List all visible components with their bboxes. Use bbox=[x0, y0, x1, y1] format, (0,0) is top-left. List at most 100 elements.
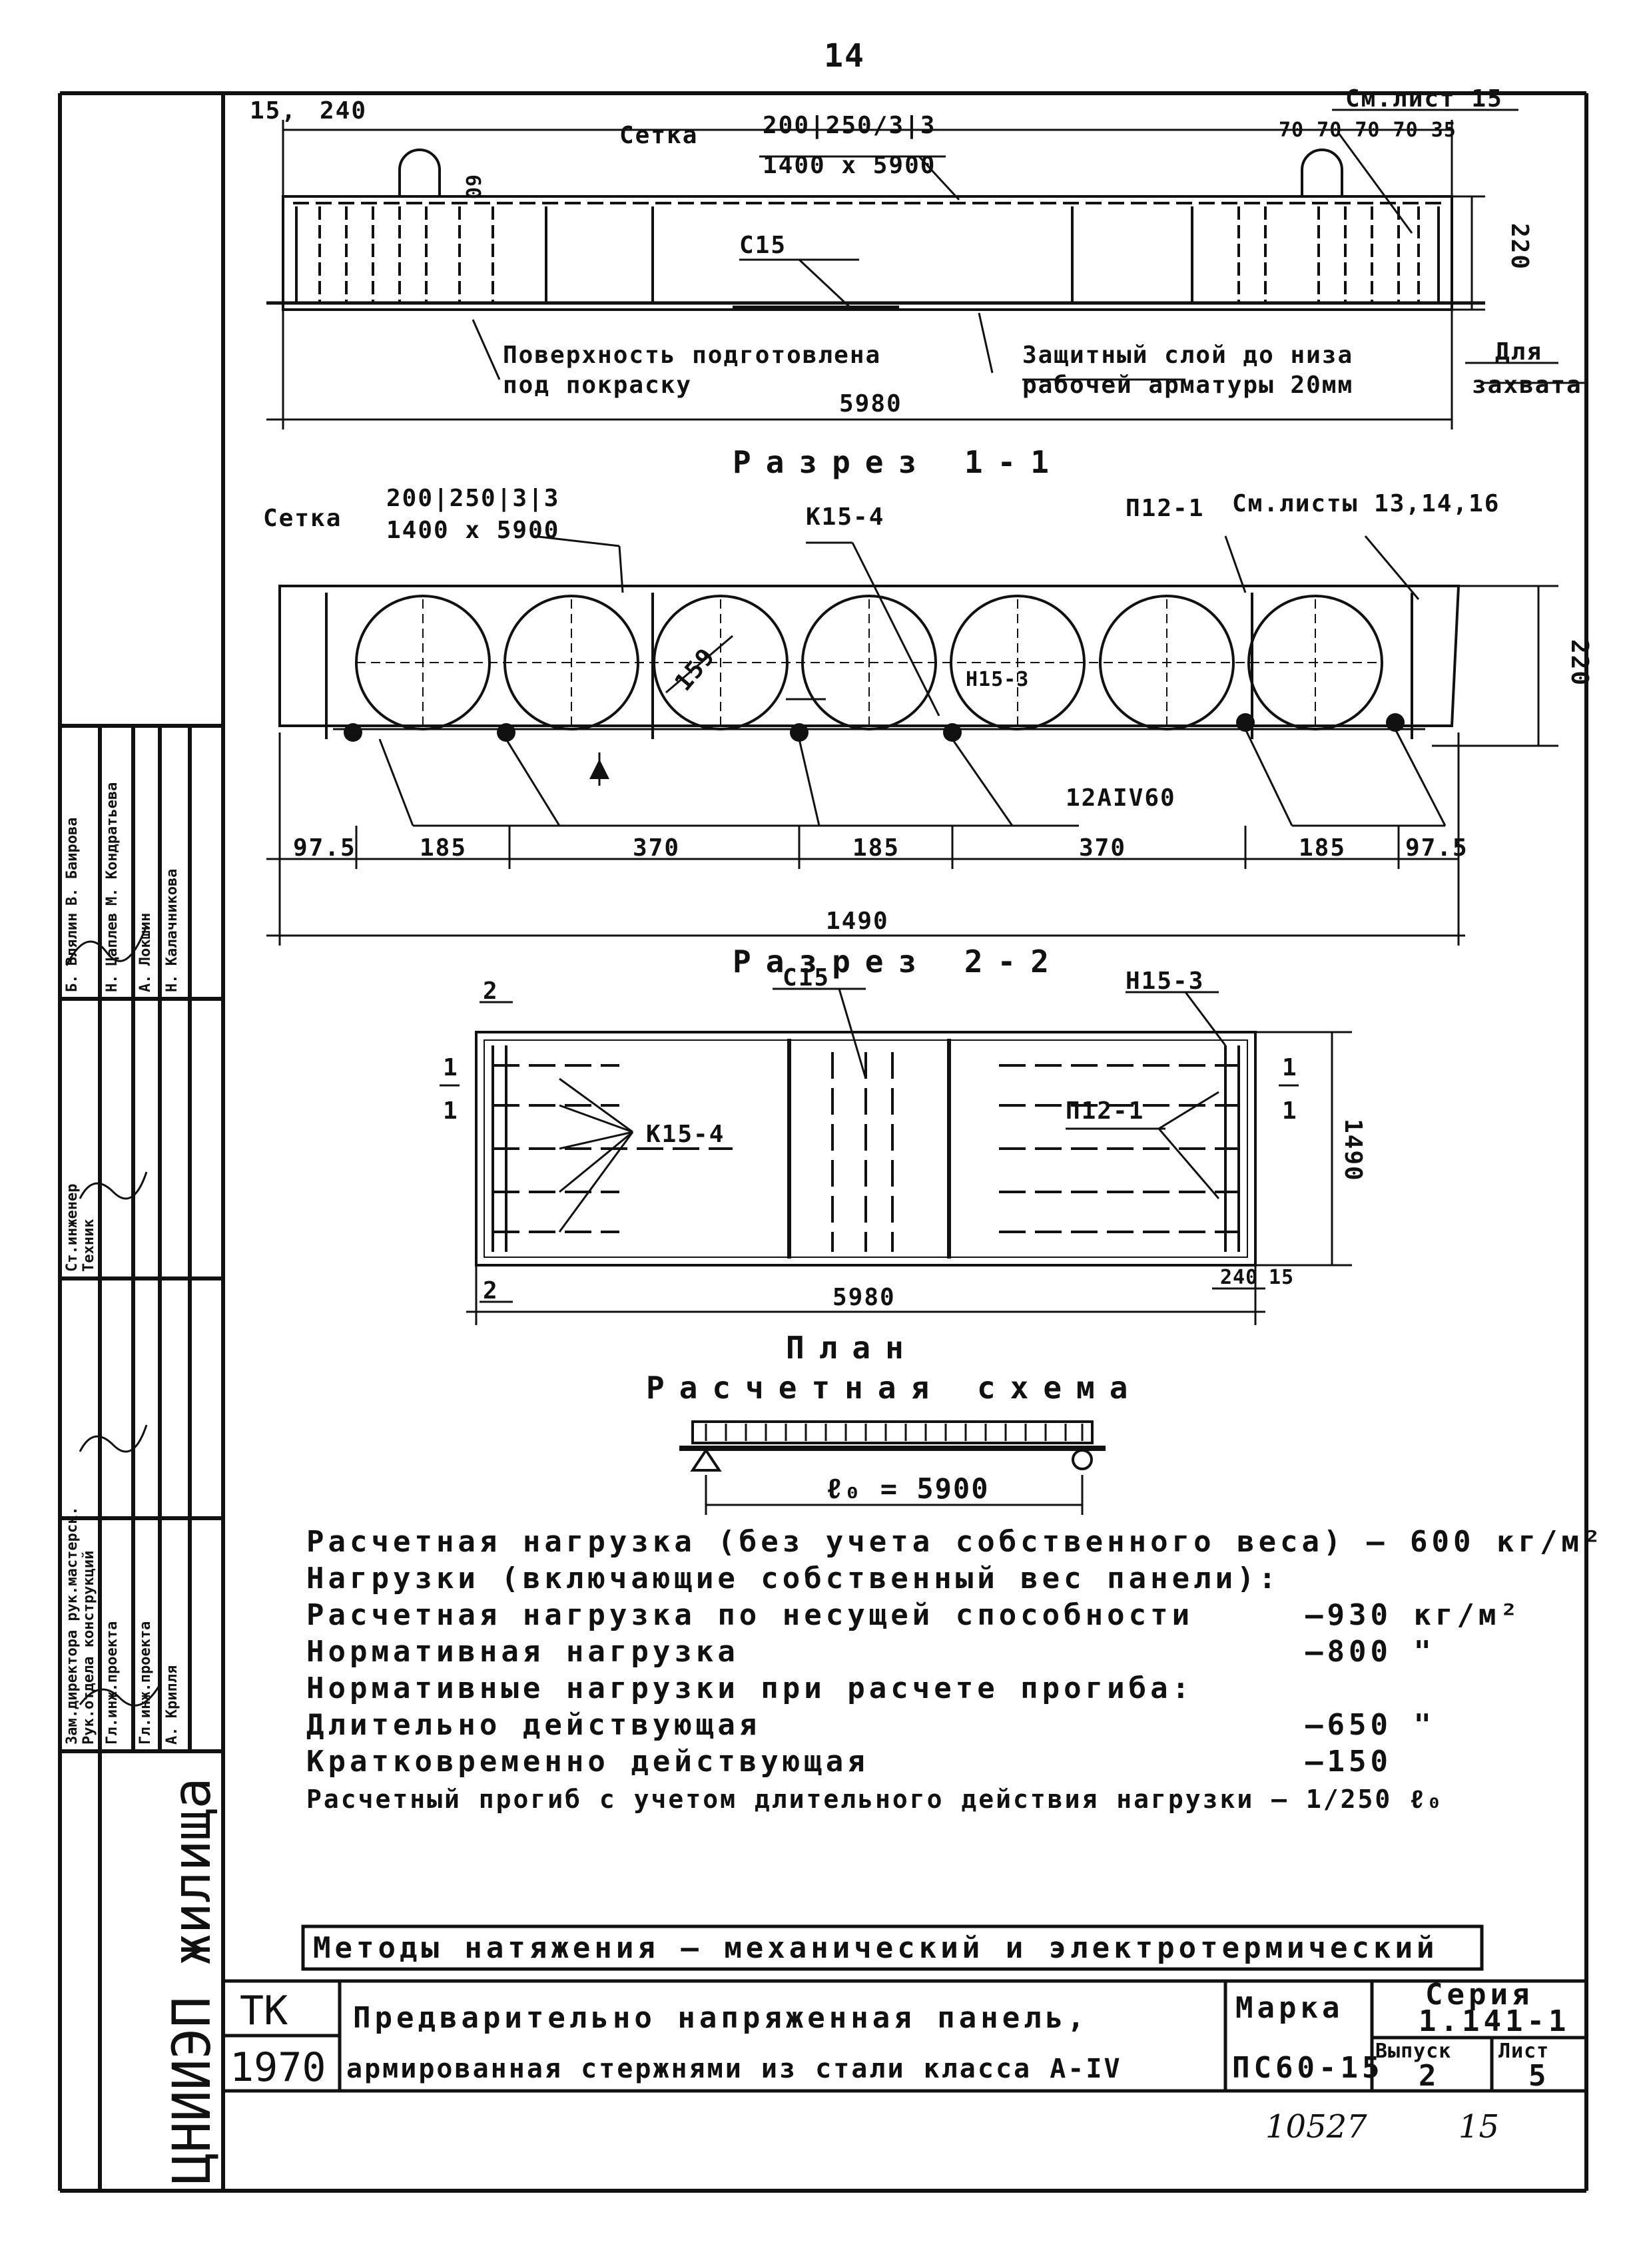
stamp-name-1: А. Крипля bbox=[164, 1665, 180, 1745]
sheet-label: Лист bbox=[1498, 2040, 1549, 2063]
stamp-role-6: Техник bbox=[81, 1219, 97, 1272]
dim-220: 220 bbox=[1566, 639, 1593, 687]
dim-97-5-right: 97.5 bbox=[1405, 834, 1469, 862]
note-line-4-value: —800 " bbox=[1305, 1635, 1435, 1669]
tension-methods: Методы натяжения — механический и электр… bbox=[313, 1931, 1439, 1965]
note-line-3-value: —930 кг/м² bbox=[1305, 1598, 1522, 1632]
total-length: 5980 bbox=[839, 390, 902, 418]
distributed-load-icon bbox=[691, 1420, 1094, 1444]
load-notes: Расчетная нагрузка (без учета собственно… bbox=[301, 1525, 1604, 1971]
mesh-spec-top: 200|250/3|3 bbox=[763, 112, 936, 139]
stamp-name-2: Б. Влялин bbox=[64, 913, 81, 992]
see-sheets-note: См.листы 13,14,16 bbox=[1232, 490, 1500, 517]
c15-label: С15 bbox=[739, 232, 787, 259]
plan-length: 5980 bbox=[832, 1284, 896, 1311]
note-line-8: Расчетный прогиб с учетом длительного де… bbox=[306, 1785, 1444, 1814]
title-block: ТК 1970 Предварительно напряженная панел… bbox=[223, 1978, 1586, 2145]
span-dimension-line bbox=[705, 1475, 1084, 1515]
surface-note-line2: под покраску bbox=[503, 372, 692, 399]
dim-185-a: 185 bbox=[420, 834, 467, 862]
dim-370-a: 370 bbox=[633, 834, 680, 862]
note-line-7-value: —150 bbox=[1305, 1745, 1392, 1779]
title-line-1: Предварительно напряженная панель, bbox=[353, 2001, 1089, 2035]
plan-title: План bbox=[786, 1330, 918, 1366]
plan-dim-1490: 1490 bbox=[1339, 1119, 1367, 1182]
rebar-label: 12АIV60 bbox=[1066, 784, 1176, 812]
marka-label: Марка bbox=[1235, 1991, 1343, 2025]
grip-note-line1: Для bbox=[1495, 338, 1542, 366]
surface-note-line1: Поверхность подготовлена bbox=[503, 342, 881, 369]
stamp-name-4: А. Локшин bbox=[137, 913, 154, 992]
cover-note-line2: рабочей арматуры 20мм bbox=[1022, 372, 1353, 399]
issue-label: Выпуск bbox=[1375, 2040, 1451, 2063]
tk-label: ТК bbox=[240, 1988, 288, 2034]
stamp-role-5: Ст.инженер bbox=[64, 1184, 81, 1272]
see-sheet-note: См.лист 15 bbox=[1345, 85, 1503, 113]
note-line-6-value: —650 " bbox=[1305, 1708, 1435, 1742]
cut-mark-left-lower: 1 bbox=[443, 1097, 459, 1125]
note-line-7: Кратковременно действующая bbox=[306, 1745, 869, 1779]
note-line-3: Расчетная нагрузка по несущей способност… bbox=[306, 1598, 1193, 1632]
plan-dim-240: 240 bbox=[1220, 1266, 1258, 1289]
section-2-2-title: Разрез 2-2 bbox=[733, 944, 1064, 980]
pin-support-icon bbox=[690, 1448, 722, 1472]
section-1-1-dimension-lines bbox=[266, 109, 1585, 429]
k-label: К15-4 bbox=[806, 503, 884, 531]
plan-p-label: П12-1 bbox=[1066, 1097, 1144, 1125]
load-hatching bbox=[705, 1424, 1084, 1441]
scheme-title: Расчетная схема bbox=[646, 1370, 1142, 1406]
h-label: Н15-3 bbox=[966, 668, 1029, 691]
total-width: 1490 bbox=[826, 908, 889, 935]
cut-arrow-icon bbox=[589, 759, 609, 779]
cut-mark-top: 2 bbox=[483, 978, 499, 1005]
section-1-1: 15, 240 Сетка 200|250/3|3 1400 x 5900 См… bbox=[250, 85, 1585, 480]
note-line-1: Расчетная нагрузка (без учета собственно… bbox=[306, 1525, 1604, 1559]
approval-stamp: ЦНИИЭП жилища Зам.директора рук.мастерск… bbox=[64, 782, 222, 2184]
span-label: ℓ₀ = 5900 bbox=[826, 1472, 990, 1505]
section-2-2-void-axes bbox=[356, 599, 1382, 726]
note-line-5: Нормативные нагрузки при расчете прогиба… bbox=[306, 1671, 1193, 1705]
roller-support-icon bbox=[1072, 1449, 1093, 1470]
section-2-2: Сетка 200|250|3|3 1400 x 5900 К15-4 П12-… bbox=[263, 485, 1593, 980]
signature-1 bbox=[79, 1684, 161, 1707]
series-label: Серия bbox=[1425, 1978, 1533, 2012]
stirrup-spacing-dims: 70 70 70 70 35 bbox=[1279, 119, 1457, 142]
plan-c15-label: С15 bbox=[783, 964, 830, 992]
stamp-name-6: В. Баирова bbox=[64, 818, 81, 906]
archive-number: 15 bbox=[1459, 2108, 1499, 2145]
cover-note-line1: Защитный слой до низа bbox=[1022, 342, 1353, 369]
section-2-2-leaders bbox=[266, 535, 1558, 946]
stamp-role-2: Рук.отдела конструкций bbox=[81, 1551, 97, 1745]
mesh-spec-bottom: 1400 x 5900 bbox=[763, 152, 936, 179]
sheet-frame bbox=[58, 91, 1588, 2193]
cut-mark-right-lower: 1 bbox=[1282, 1097, 1298, 1125]
note-line-6: Длительно действующая bbox=[306, 1708, 761, 1742]
cut-mark-right: 1 bbox=[1282, 1054, 1298, 1081]
mesh-label: Сетка bbox=[619, 122, 698, 149]
organization-name: ЦНИИЭП жилища bbox=[163, 1778, 222, 2184]
signature-2 bbox=[79, 1424, 148, 1453]
stamp-role-1: Зам.директора рук.мастерск. bbox=[64, 1506, 81, 1745]
plan-view: С15 Н15-3 К15-4 П12-1 1 1 1 1 2 2 1490 2… bbox=[440, 964, 1367, 1366]
mesh-spec-top: 200|250|3|3 bbox=[386, 485, 559, 512]
stamp-name-5: Н. Калачникова bbox=[164, 869, 180, 992]
stamp-role-4: Гл.инж.проекта bbox=[137, 1621, 154, 1745]
page-number: 14 bbox=[824, 37, 865, 75]
dim-185-c: 185 bbox=[1299, 834, 1346, 862]
year: 1970 bbox=[230, 2044, 326, 2091]
title-line-2: армированная стержнями из стали класса А… bbox=[346, 2054, 1122, 2084]
dim-97-5-left: 97.5 bbox=[293, 834, 356, 862]
plan-dashed-bars bbox=[493, 1052, 1239, 1252]
dim-185-b: 185 bbox=[852, 834, 900, 862]
marka-value: ПС60-15 bbox=[1232, 2051, 1383, 2085]
stamp-role-3: Гл.инж.проекта bbox=[104, 1621, 121, 1745]
issue-value: 2 bbox=[1419, 2059, 1441, 2093]
note-line-4: Нормативная нагрузка bbox=[306, 1635, 739, 1669]
archive-code: 10527 bbox=[1265, 2108, 1367, 2145]
sheet-value: 5 bbox=[1528, 2059, 1550, 2093]
dim-15: 15, bbox=[250, 97, 297, 125]
void-diameter: 159 bbox=[669, 643, 721, 697]
grip-note-line2: захвата bbox=[1472, 372, 1582, 399]
section-1-1-outline bbox=[266, 148, 1485, 311]
